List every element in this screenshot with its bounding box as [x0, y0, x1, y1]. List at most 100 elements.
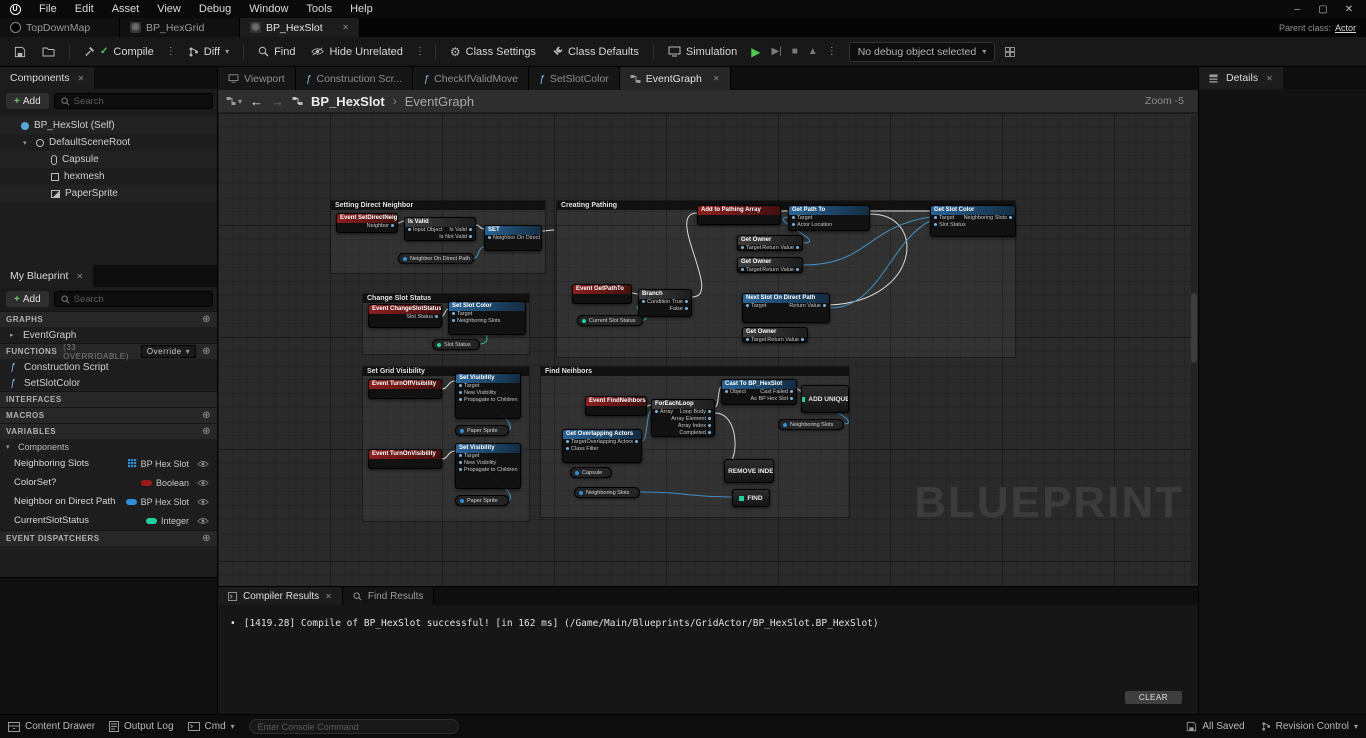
- play-button[interactable]: ▶: [747, 45, 764, 59]
- expander-icon[interactable]: ▸: [10, 331, 18, 339]
- add-graph-icon[interactable]: ⊕: [202, 314, 211, 325]
- function-item-construction-script[interactable]: ƒConstruction Script: [0, 359, 217, 375]
- content-drawer-button[interactable]: Content Drawer: [8, 721, 95, 732]
- hide-unrelated-options-icon[interactable]: ⋮: [413, 43, 427, 60]
- graph-node-cast-to-bp-hexslot[interactable]: Cast To BP_HexSlotObjectCast FailedAs BP…: [721, 379, 797, 405]
- scrollbar-thumb[interactable]: [1191, 293, 1197, 363]
- graph-node-set-slot-color[interactable]: Set Slot ColorTargetNeighboring Slots: [448, 301, 526, 335]
- graph-tab-viewport[interactable]: Viewport: [218, 67, 296, 90]
- graph-tab-eventgraph[interactable]: EventGraph✕: [620, 67, 731, 90]
- close-icon[interactable]: ✕: [1266, 74, 1273, 83]
- compiler-message-row[interactable]: • [1419.28] Compile of BP_HexSlot succes…: [230, 618, 1186, 629]
- components-search-input[interactable]: [74, 96, 206, 107]
- console-command-input[interactable]: [249, 719, 459, 734]
- close-tab-icon[interactable]: ✕: [713, 74, 720, 83]
- asset-tab-topdownmap[interactable]: TopDownMap: [0, 18, 120, 37]
- stop-button[interactable]: ■: [789, 46, 801, 57]
- variable-get-node[interactable]: Capsule: [570, 467, 612, 478]
- visibility-eye-icon[interactable]: [197, 498, 209, 506]
- class-settings-button[interactable]: ⚙ Class Settings: [444, 42, 542, 62]
- add-blueprint-item-button[interactable]: + Add: [6, 291, 49, 307]
- my-blueprint-tab[interactable]: My Blueprint ✕: [0, 265, 93, 287]
- graph-node-is-valid[interactable]: Is ValidInput ObjectIs ValidIs Not Valid: [404, 217, 476, 241]
- details-tab[interactable]: Details ✕: [1199, 67, 1283, 89]
- graph-node-get-owner[interactable]: Get OwnerTargetReturn Value: [742, 327, 808, 343]
- expander-icon[interactable]: ▾: [23, 139, 31, 147]
- output-log-button[interactable]: Output Log: [109, 721, 173, 732]
- compile-options-icon[interactable]: ⋮: [164, 43, 178, 60]
- my-blueprint-search-input[interactable]: [74, 294, 206, 305]
- graphs-section-header[interactable]: GRAPHS ⊕: [0, 311, 217, 327]
- maximize-button[interactable]: ▢: [1312, 4, 1334, 15]
- hide-unrelated-button[interactable]: Hide Unrelated: [305, 43, 408, 61]
- close-button[interactable]: ✕: [1338, 4, 1360, 15]
- class-defaults-button[interactable]: Class Defaults: [546, 43, 645, 61]
- graph-tab-construction-scr[interactable]: ƒConstruction Scr...: [296, 67, 414, 90]
- graph-node-event-turnonvisibility[interactable]: Event TurnOnVisibility: [368, 449, 442, 469]
- variable-row-neighbor-on-direct-path[interactable]: Neighbor on Direct PathBP Hex Slot: [0, 492, 217, 511]
- graph-node-branch[interactable]: BranchConditionTrueFalse: [638, 289, 692, 317]
- variable-get-node[interactable]: Paper Sprite: [455, 495, 509, 506]
- function-item-setslotcolor[interactable]: ƒSetSlotColor: [0, 375, 217, 391]
- breadcrumb-root[interactable]: BP_HexSlot: [311, 94, 385, 109]
- variables-section-header[interactable]: VARIABLES ⊕: [0, 423, 217, 439]
- visibility-eye-icon[interactable]: [197, 460, 209, 468]
- add-variable-icon[interactable]: ⊕: [202, 426, 211, 437]
- simulation-button[interactable]: Simulation: [662, 43, 743, 61]
- forward-arrow-button[interactable]: →: [271, 94, 284, 109]
- graph-node-event-getpathto[interactable]: Event GetPathTo: [572, 284, 632, 304]
- graph-node-set-visibility[interactable]: Set VisibilityTargetNew VisibilityPropag…: [455, 373, 521, 419]
- array-op-node[interactable]: FIND: [732, 489, 770, 507]
- graph-node-get-slot-color[interactable]: Get Slot ColorTargetNeighboring SlotsSlo…: [930, 205, 1016, 237]
- cmd-dropdown[interactable]: Cmd ▾: [188, 721, 235, 732]
- component-row-papersprite[interactable]: PaperSprite: [0, 185, 217, 202]
- eject-button[interactable]: ▲: [805, 46, 821, 57]
- variable-get-node[interactable]: Paper Sprite: [455, 425, 509, 436]
- visibility-eye-icon[interactable]: [197, 479, 209, 487]
- variable-row-neighboring-slots[interactable]: Neighboring SlotsBP Hex Slot: [0, 454, 217, 473]
- graph-node-event-setdirectneighbor[interactable]: Event SetDirectNeighborNeighbor: [336, 213, 398, 233]
- graph-node-get-path-to[interactable]: Get Path ToTargetActor Location: [788, 205, 870, 231]
- add-function-icon[interactable]: ⊕: [202, 346, 211, 357]
- menu-item-asset[interactable]: Asset: [103, 3, 149, 15]
- asset-tab-bp-hexslot[interactable]: BP_HexSlot✕: [240, 18, 360, 37]
- component-row-hexmesh[interactable]: hexmesh: [0, 168, 217, 185]
- save-button[interactable]: [8, 43, 32, 61]
- all-saved-status[interactable]: All Saved: [1186, 721, 1244, 732]
- add-component-button[interactable]: + Add: [6, 93, 49, 109]
- find-results-tab[interactable]: Find Results: [343, 587, 435, 605]
- variable-get-node[interactable]: Neighbor On Direct Path: [398, 253, 474, 264]
- close-icon[interactable]: ✕: [325, 592, 332, 601]
- ue-logo[interactable]: U: [0, 4, 30, 15]
- graph-node-event-changeslotstatus[interactable]: Event ChangeSlotStatusSlot Status: [368, 304, 442, 328]
- expander-icon[interactable]: ▾: [6, 443, 14, 451]
- graph-canvas[interactable]: BLUEPRINT Setting Direct NeighborCreatin…: [218, 113, 1198, 586]
- graph-node-get-owner[interactable]: Get OwnerTargetReturn Value: [737, 235, 803, 251]
- menu-item-file[interactable]: File: [30, 3, 66, 15]
- visibility-eye-icon[interactable]: [197, 517, 209, 525]
- array-op-node[interactable]: ADD UNIQUE: [801, 385, 849, 413]
- variable-row-colorset[interactable]: ColorSet?Boolean: [0, 473, 217, 492]
- graph-vertical-scrollbar[interactable]: [1191, 115, 1197, 584]
- graph-item-eventgraph[interactable]: ▸EventGraph: [0, 327, 217, 343]
- component-row-bp-hexslot-self[interactable]: BP_HexSlot (Self): [0, 117, 217, 134]
- parent-class-link[interactable]: Actor: [1335, 23, 1356, 33]
- functions-section-header[interactable]: FUNCTIONS (33 OVERRIDABLE) Override ▾ ⊕: [0, 343, 217, 359]
- graph-node-set[interactable]: SETNeighbor On Direct Path: [484, 225, 542, 251]
- back-arrow-button[interactable]: ←: [250, 94, 263, 109]
- frame-skip-button[interactable]: ▶|: [768, 46, 784, 57]
- menu-item-tools[interactable]: Tools: [297, 3, 341, 15]
- add-macro-icon[interactable]: ⊕: [202, 410, 211, 421]
- diff-button[interactable]: Diff ▾: [182, 43, 235, 61]
- variables-category-row[interactable]: ▾ Components: [0, 439, 217, 454]
- graph-node-foreachloop[interactable]: ForEachLoopArrayLoop BodyArray ElementAr…: [651, 399, 715, 437]
- debug-object-select[interactable]: No debug object selected ▾: [849, 42, 996, 62]
- macros-section-header[interactable]: MACROS ⊕: [0, 407, 217, 423]
- asset-tab-bp-hexgrid[interactable]: BP_HexGrid: [120, 18, 240, 37]
- graph-node-get-owner[interactable]: Get OwnerTargetReturn Value: [737, 257, 803, 273]
- components-tab[interactable]: Components ✕: [0, 67, 94, 89]
- menu-item-view[interactable]: View: [148, 3, 190, 15]
- graph-node-event-turnoffvisibility[interactable]: Event TurnOffVisibility: [368, 379, 442, 399]
- graph-node-add-to-pathing-array[interactable]: Add to Pathing Array: [697, 205, 781, 225]
- revision-control-button[interactable]: Revision Control ▾: [1261, 721, 1358, 732]
